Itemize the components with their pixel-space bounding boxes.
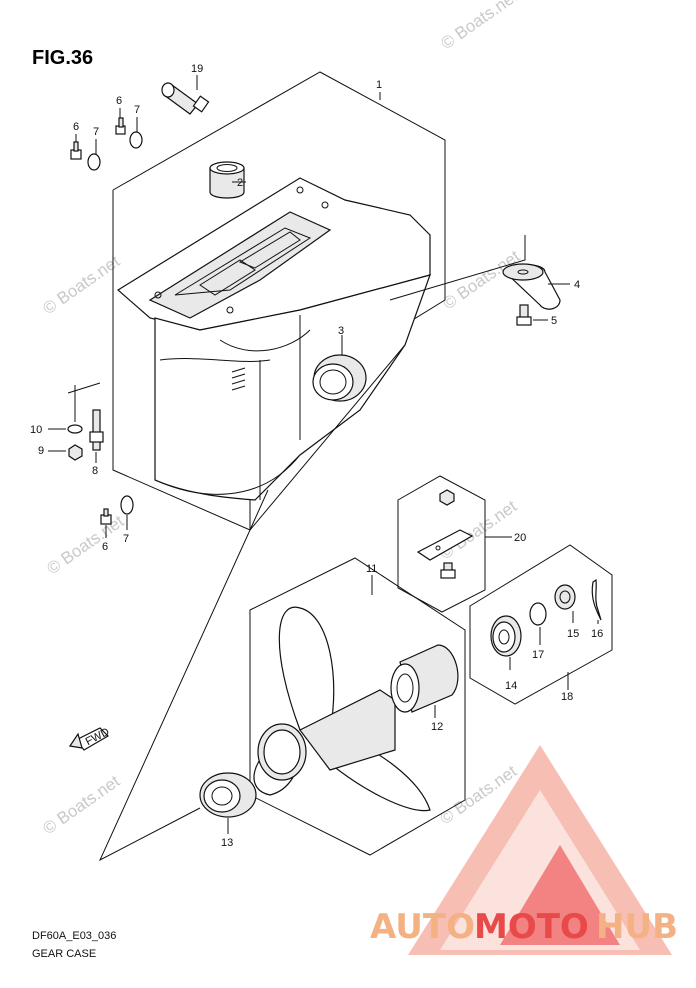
- part-3-bearing: [312, 354, 367, 402]
- propeller: [253, 606, 431, 812]
- callout-12: 12: [431, 721, 443, 733]
- part-7-washer-upper: [129, 131, 143, 149]
- part-19-pipe: [161, 82, 210, 115]
- part-10-washer: [67, 424, 83, 434]
- part-12-hub: [390, 644, 459, 713]
- callout-19: 19: [191, 63, 203, 75]
- automotohub-logo: AUTO MOTO HUB: [370, 745, 678, 955]
- logo-text-hub: HUB: [596, 907, 678, 947]
- part-11-propeller-box: [249, 557, 466, 856]
- part-18-nut-kit-box: [469, 544, 613, 705]
- callout-2: 2: [237, 177, 243, 189]
- callout-16: 16: [591, 628, 603, 640]
- part-6-bolt-left: [70, 141, 82, 160]
- figure-code: DF60A_E03_036: [32, 930, 116, 942]
- part-8-stud: [89, 409, 104, 451]
- callout-6: 6: [102, 541, 108, 553]
- part-2-sleeve: [209, 161, 245, 199]
- callout-14: 14: [505, 680, 517, 692]
- part-16-cotter-pin: [591, 578, 602, 621]
- part-7-washer-lower: [120, 495, 134, 515]
- figure-name: GEAR CASE: [32, 948, 96, 960]
- callout-5: 5: [551, 315, 557, 327]
- callout-6: 6: [116, 95, 122, 107]
- callout-6: 6: [73, 121, 79, 133]
- callout-11: 11: [366, 563, 377, 575]
- part-4-trim-tab: [502, 263, 561, 310]
- part-17-washer: [529, 602, 547, 626]
- callout-9: 9: [38, 445, 44, 457]
- part-7-washer-left: [87, 153, 101, 171]
- water-intake-slots: [231, 367, 246, 391]
- part-13-bushing: [199, 772, 257, 818]
- gear-case-body: [116, 177, 431, 501]
- callout-7: 7: [123, 533, 129, 545]
- watermark: © Boats.net: [436, 496, 520, 563]
- part-9-nut: [68, 444, 83, 461]
- callout-7: 7: [134, 104, 140, 116]
- part-20-kit-box: [397, 475, 512, 613]
- callout-20: 20: [514, 532, 526, 544]
- part-14-spacer: [490, 615, 522, 657]
- part-5-bolt: [516, 304, 532, 326]
- callout-17: 17: [532, 649, 544, 661]
- fwd-label: FWD: [84, 726, 112, 748]
- logo-text-auto: AUTO: [370, 907, 475, 947]
- watermark: © Boats.net: [437, 0, 521, 53]
- part-6-bolt-upper: [115, 117, 126, 135]
- watermark: © Boats.net: [39, 251, 123, 318]
- part-15-castle-nut: [554, 584, 576, 610]
- callout-3: 3: [338, 325, 344, 337]
- callout-15: 15: [567, 628, 579, 640]
- watermark: © Boats.net: [39, 771, 123, 838]
- callout-10: 10: [30, 424, 42, 436]
- callout-7: 7: [93, 126, 99, 138]
- logo-text-moto: MOTO: [474, 907, 589, 947]
- watermark: © Boats.net: [43, 511, 127, 578]
- callout-4: 4: [574, 279, 580, 291]
- forward-direction-marker: FWD: [68, 726, 112, 751]
- callout-1: 1: [376, 79, 382, 91]
- callout-18: 18: [561, 691, 573, 703]
- callout-13: 13: [221, 837, 233, 849]
- assembly-guide-lines: [98, 344, 406, 862]
- part-6-bolt-lower: [100, 508, 112, 525]
- watermark: © Boats.net: [439, 246, 523, 313]
- figure-title: FIG.36: [32, 47, 93, 69]
- callout-8: 8: [92, 465, 98, 477]
